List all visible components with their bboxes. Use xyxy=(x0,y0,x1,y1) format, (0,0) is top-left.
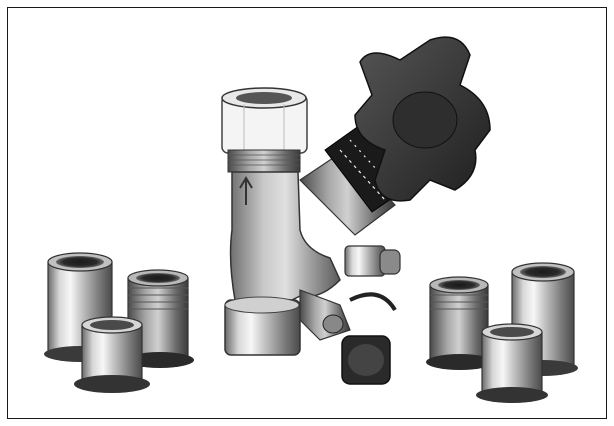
fittings-right xyxy=(426,262,578,403)
fittings-left xyxy=(44,252,194,393)
valve-body xyxy=(221,87,401,385)
valve-handle xyxy=(299,36,491,236)
